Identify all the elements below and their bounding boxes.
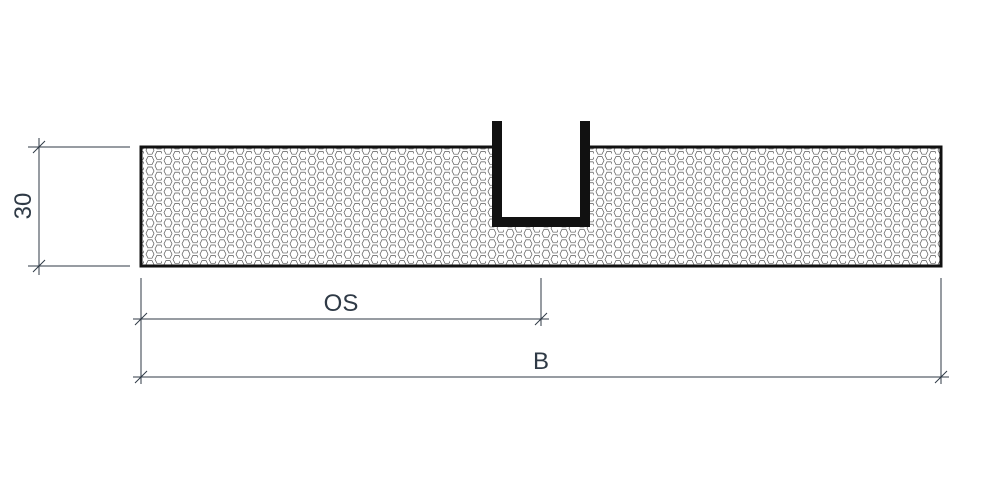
- width-tick-right: [934, 370, 948, 384]
- u-channel-profile: [492, 121, 590, 227]
- offset-dimension: OS: [133, 278, 549, 384]
- width-tick-left: [134, 370, 148, 384]
- height-label: 30: [10, 193, 37, 220]
- offset-label: OS: [324, 290, 359, 317]
- offset-tick-left: [134, 312, 148, 326]
- slab-hatch-fill: [141, 147, 941, 266]
- height-tick-bottom: [32, 259, 46, 273]
- offset-tick-right: [534, 312, 548, 326]
- slab-outline: [139, 145, 943, 268]
- width-label: B: [533, 348, 549, 375]
- height-tick-top: [32, 140, 46, 154]
- width-dimension: B: [133, 278, 949, 384]
- height-dimension: 30: [10, 138, 130, 275]
